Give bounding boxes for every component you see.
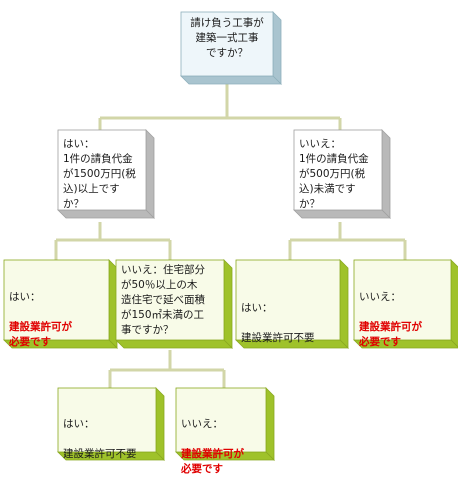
no1-box-side (381, 129, 391, 219)
no1-box-face (293, 129, 383, 211)
flowchart-canvas (3, 11, 458, 461)
result-yes-yes-value: 建設業許可が 必要です (9, 321, 72, 348)
result-no-yes-label: はい： (241, 302, 273, 314)
yes1-box-side (145, 129, 155, 219)
result-no-no: いいえ： 建設業許可が 必要です (354, 260, 451, 348)
result-no-no-label: いいえ： (359, 291, 401, 303)
yn-box-face (115, 259, 225, 341)
question-no-branch-text: いいえ： 1件の請負代金 が500万円(税 込)未満です か？ (299, 138, 369, 210)
wy-box-face (57, 387, 157, 453)
yn-box-side (223, 259, 233, 349)
question-yes-branch: はい： 1件の請負代金 が1500万円(税 込)以上です か？ (58, 130, 146, 210)
result-wooden-no-label: いいえ： (181, 418, 223, 430)
result-wooden-yes-value: 建設業許可不要 (63, 448, 137, 460)
question-root: 請け負う工事が 建築一式工事 ですか？ (181, 12, 273, 76)
wy-box-side (155, 387, 165, 461)
root-box-side (272, 11, 282, 85)
question-no-branch: いいえ： 1件の請負代金 が500万円(税 込)未満です か？ (294, 130, 382, 210)
root-box-bottom (180, 75, 282, 85)
yes1-box-face (57, 129, 147, 211)
result-wooden-yes: はい： 建設業許可不要 (58, 388, 156, 460)
result-wooden-no: いいえ： 建設業許可が 必要です (176, 388, 266, 475)
result-no-yes: はい： 建設業許可不要 (236, 260, 340, 344)
result-yes-yes: はい： 建設業許可が 必要です (4, 260, 109, 348)
yn-box-bottom (115, 339, 233, 349)
question-wooden-house-text: いいえ：住宅部分 が50％以上の木 造住宅で延べ面積 が150㎡未満の工 事です… (121, 264, 205, 336)
result-yes-yes-label: はい： (9, 291, 41, 303)
yy-box-face (3, 259, 110, 341)
question-yes-branch-text: はい： 1件の請負代金 が1500万円(税 込)以上です か？ (63, 138, 136, 210)
nn-box-side (450, 259, 458, 348)
ny-box-side (339, 259, 349, 349)
ny-box-face (235, 259, 341, 341)
question-root-text: 請け負う工事が 建築一式工事 ですか？ (190, 17, 264, 59)
root-box-face (180, 11, 274, 77)
result-wooden-no-value: 建設業許可が 必要です (181, 448, 244, 475)
wn-box-face (175, 387, 267, 453)
nn-box-face (353, 259, 452, 341)
result-no-yes-value: 建設業許可不要 (241, 332, 315, 344)
result-wooden-yes-label: はい： (63, 418, 95, 430)
result-no-no-value: 建設業許可が 必要です (359, 321, 422, 348)
wn-box-side (265, 387, 275, 461)
question-wooden-house: いいえ：住宅部分 が50％以上の木 造住宅で延べ面積 が150㎡未満の工 事です… (116, 260, 224, 340)
